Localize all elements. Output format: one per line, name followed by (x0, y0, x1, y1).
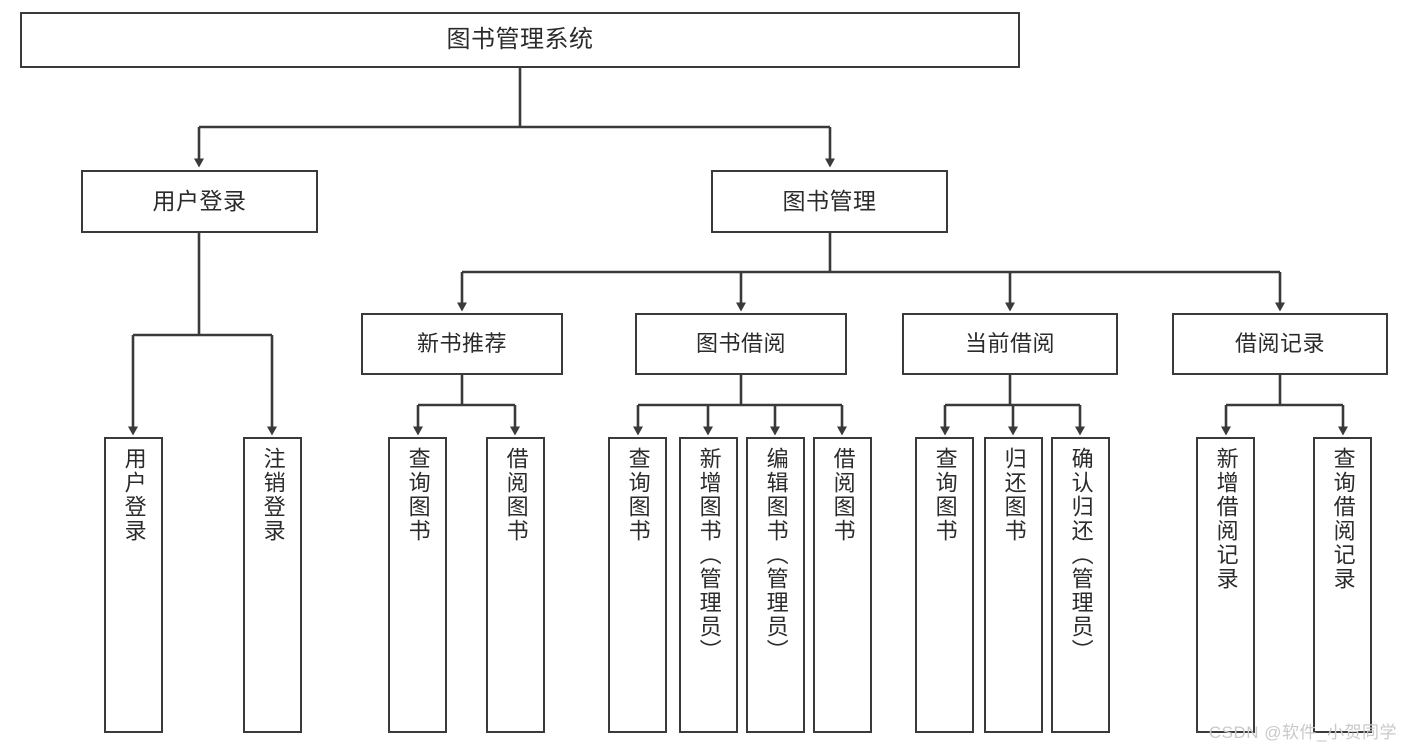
node-leaf-confirm-return[interactable]: 确认归还（管理员） (1051, 437, 1110, 733)
node-leaf-borrow-book-1-label: 借阅图书 (503, 447, 529, 543)
node-current-borrow[interactable]: 当前借阅 (902, 313, 1118, 375)
node-leaf-borrow-book-1[interactable]: 借阅图书 (486, 437, 545, 733)
node-leaf-edit-book-label: 编辑图书（管理员） (763, 447, 789, 663)
node-borrow-record-label: 借阅记录 (1234, 331, 1325, 357)
node-book-borrow[interactable]: 图书借阅 (635, 313, 847, 375)
node-new-book-rec[interactable]: 新书推荐 (361, 313, 563, 375)
node-leaf-add-record[interactable]: 新增借阅记录 (1196, 437, 1255, 733)
node-book-borrow-label: 图书借阅 (695, 331, 786, 357)
node-leaf-user-login[interactable]: 用户登录 (104, 437, 163, 733)
node-book-manage[interactable]: 图书管理 (711, 170, 948, 233)
node-leaf-borrow-book-2-label: 借阅图书 (830, 447, 856, 543)
node-borrow-record[interactable]: 借阅记录 (1172, 313, 1388, 375)
node-leaf-return-book[interactable]: 归还图书 (984, 437, 1043, 733)
node-leaf-user-login-label: 用户登录 (121, 447, 147, 543)
node-leaf-logout-label: 注销登录 (260, 447, 286, 543)
node-root-label: 图书管理系统 (446, 25, 594, 53)
node-leaf-query-record-label: 查询借阅记录 (1330, 447, 1356, 591)
node-book-manage-label: 图书管理 (782, 187, 877, 214)
node-leaf-edit-book[interactable]: 编辑图书（管理员） (746, 437, 805, 733)
node-user-login-label: 用户登录 (152, 187, 247, 214)
node-leaf-add-book[interactable]: 新增图书（管理员） (679, 437, 738, 733)
node-leaf-query-book-2[interactable]: 查询图书 (608, 437, 667, 733)
node-leaf-query-book-2-label: 查询图书 (625, 447, 651, 543)
watermark: CSDN @软件_小贺同学 (1208, 723, 1397, 742)
node-leaf-confirm-return-label: 确认归还（管理员） (1068, 447, 1094, 663)
node-new-book-rec-label: 新书推荐 (416, 331, 507, 357)
node-leaf-borrow-book-2[interactable]: 借阅图书 (813, 437, 872, 733)
node-leaf-query-book-1-label: 查询图书 (405, 447, 431, 543)
node-current-borrow-label: 当前借阅 (964, 331, 1055, 357)
node-leaf-return-book-label: 归还图书 (1001, 447, 1027, 543)
node-leaf-query-book-3-label: 查询图书 (932, 447, 958, 543)
node-user-login[interactable]: 用户登录 (81, 170, 318, 233)
node-leaf-query-book-3[interactable]: 查询图书 (915, 437, 974, 733)
node-leaf-add-book-label: 新增图书（管理员） (696, 447, 722, 663)
node-leaf-logout[interactable]: 注销登录 (243, 437, 302, 733)
node-leaf-query-book-1[interactable]: 查询图书 (388, 437, 447, 733)
node-leaf-query-record[interactable]: 查询借阅记录 (1313, 437, 1372, 733)
node-leaf-add-record-label: 新增借阅记录 (1213, 447, 1239, 591)
node-root[interactable]: 图书管理系统 (20, 12, 1020, 68)
